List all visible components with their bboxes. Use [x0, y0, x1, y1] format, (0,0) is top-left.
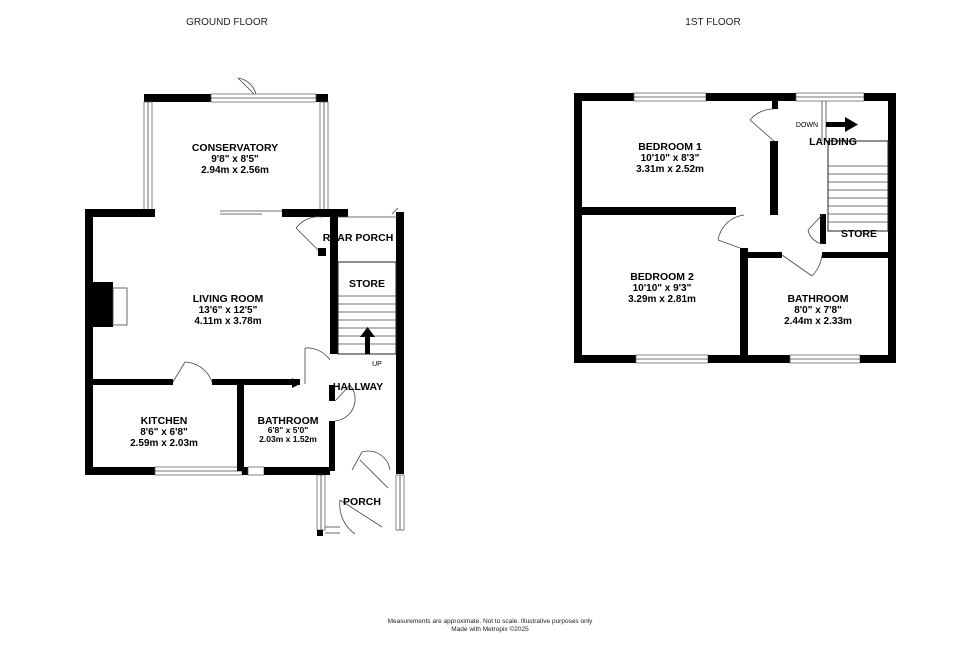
first-interior-walls — [582, 101, 888, 355]
first-bathroom-imperial: 8'0" x 7'8" — [794, 305, 842, 316]
rear-porch-name: REAR PORCH — [323, 232, 394, 244]
bathroom-door — [334, 384, 356, 422]
hallway-door — [292, 347, 331, 388]
first-floor-title: 1ST FLOOR — [685, 17, 740, 28]
first-bathroom-door — [781, 254, 823, 277]
first-staircase — [821, 101, 889, 232]
bedroom1-door — [749, 108, 775, 142]
bedroom1-name: BEDROOM 1 — [638, 141, 702, 153]
hallway-name: HALLWAY — [333, 381, 383, 393]
living-room-name: LIVING ROOM — [193, 293, 264, 305]
ground-bathroom-metric: 2.03m x 1.52m — [259, 434, 317, 444]
porch-name: PORCH — [343, 496, 381, 508]
bedroom2-door — [717, 214, 745, 249]
conservatory-metric: 2.94m x 2.56m — [201, 165, 269, 176]
ground-floor-plan: UP — [85, 77, 405, 536]
kitchen-name: KITCHEN — [141, 415, 188, 427]
down-arrow-icon — [826, 117, 858, 132]
conservatory-walls — [143, 93, 329, 211]
living-room-imperial: 13'6" x 12'5" — [199, 305, 258, 316]
conservatory-imperial: 9'8" x 8'5" — [211, 154, 259, 165]
rear-porch-walls — [295, 207, 399, 251]
bedroom2-imperial: 10'10" x 9'3" — [633, 283, 692, 294]
first-store-name: STORE — [841, 228, 877, 240]
first-store-door — [807, 213, 824, 245]
bedroom1-metric: 3.31m x 2.52m — [636, 164, 704, 175]
bedroom1-imperial: 10'10" x 8'3" — [641, 153, 700, 164]
landing-name: LANDING — [809, 136, 857, 148]
bedroom2-metric: 3.29m x 2.81m — [628, 294, 696, 305]
ground-bathroom-name: BATHROOM — [257, 415, 318, 427]
kitchen-door — [172, 361, 213, 383]
disclaimer-text: Measurements are approximate. Not to sca… — [388, 618, 594, 625]
ground-bathroom-imperial: 6'8" x 5'0" — [268, 425, 308, 435]
front-door — [351, 450, 391, 471]
kitchen-metric: 2.59m x 2.03m — [130, 438, 198, 449]
conservatory-door — [237, 77, 257, 95]
first-floor-plan: DOWN BEDROOM 1 10'10" x 8'3" 3.31m x 2.5… — [574, 92, 896, 364]
bedroom2-name: BEDROOM 2 — [630, 271, 694, 283]
porch-door — [339, 499, 383, 535]
first-bathroom-name: BATHROOM — [787, 293, 848, 305]
chimney-breast — [93, 282, 128, 327]
ground-interior-walls — [93, 214, 338, 471]
stair-down-label: DOWN — [796, 122, 818, 129]
porch-walls — [316, 459, 405, 536]
ground-store-name: STORE — [349, 278, 385, 290]
up-arrow-icon — [360, 327, 375, 354]
first-outer-walls — [574, 92, 896, 364]
first-bathroom-metric: 2.44m x 2.33m — [784, 316, 852, 327]
living-room-metric: 4.11m x 3.78m — [194, 316, 261, 327]
kitchen-imperial: 8'6" x 6'8" — [140, 427, 188, 438]
conservatory-name: CONSERVATORY — [192, 142, 278, 154]
stair-up-label: UP — [372, 361, 382, 368]
ground-floor-title: GROUND FLOOR — [186, 17, 268, 28]
copyright-text: Made with Metropix ©2025 — [451, 625, 529, 633]
